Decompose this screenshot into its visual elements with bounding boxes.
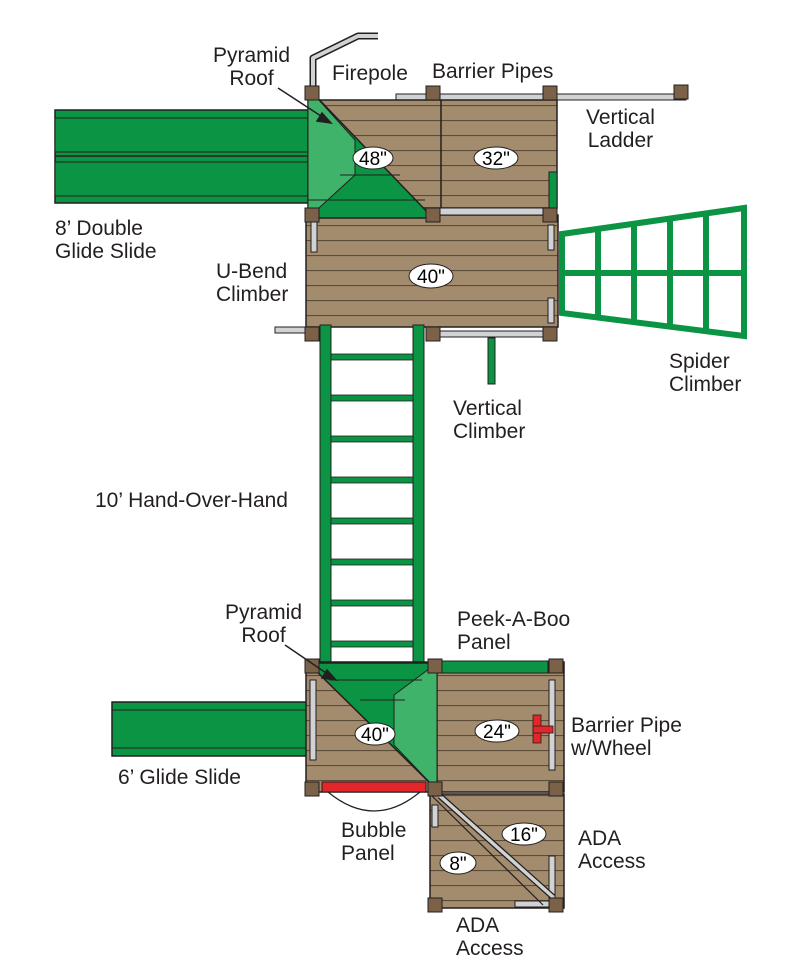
height-badge-16: 16" (501, 822, 547, 846)
label-vertical-ladder: Vertical Ladder (586, 106, 655, 152)
height-8: 8" (449, 854, 466, 875)
label-barrier-pipes: Barrier Pipes (432, 60, 554, 83)
height-badge-48: 48" (352, 146, 394, 170)
label-firepole: Firepole (332, 62, 408, 85)
label-barrier-pipe-wheel: Barrier Pipe w/Wheel (571, 714, 682, 760)
height-badge-24: 24" (474, 719, 520, 743)
label-bubble-panel: Bubble Panel (341, 819, 407, 865)
upper-posts (304, 84, 689, 342)
peek-a-boo-panel (439, 660, 549, 674)
glide-slide (111, 701, 313, 757)
double-glide-slide (54, 109, 311, 204)
height-badge-40-bottom: 40" (354, 722, 396, 746)
label-glide-slide: 6’ Glide Slide (118, 766, 241, 789)
label-hand-over-hand: 10’ Hand-Over-Hand (95, 489, 288, 512)
leader-arrows (277, 87, 338, 682)
height-badge-32: 32" (473, 146, 519, 170)
height-48: 48" (359, 149, 387, 170)
lower-posts (304, 658, 564, 913)
label-vertical-climber: Vertical Climber (453, 397, 526, 443)
label-ada-access-bottom: ADA Access (456, 914, 524, 960)
height-badges: 48" 32" 40" 40" 24" 16" 8" (352, 146, 547, 875)
barrier-pipe-wheel (532, 714, 554, 744)
label-pyramid-roof-top: Pyramid Roof (213, 44, 291, 90)
vertical-climber (487, 337, 496, 385)
height-badge-40-top: 40" (408, 263, 454, 289)
height-40-bottom: 40" (361, 725, 389, 746)
bubble-panel (321, 781, 427, 793)
label-pyramid-roof-bottom: Pyramid Roof (225, 601, 303, 647)
height-32: 32" (482, 149, 510, 170)
label-double-glide-slide: 8’ Double Glide Slide (55, 217, 157, 263)
label-ada-access-right: ADA Access (578, 827, 646, 873)
hand-over-hand-ladder (319, 324, 425, 666)
height-24: 24" (483, 722, 511, 743)
label-spider-climber: Spider Climber (669, 350, 742, 396)
spider-climber (559, 204, 747, 340)
height-badge-8: 8" (439, 851, 477, 875)
height-16: 16" (510, 825, 538, 846)
height-40-top: 40" (417, 267, 445, 288)
label-u-bend-climber: U-Bend Climber (216, 260, 289, 306)
vertical-ladder (548, 171, 558, 209)
label-peek-a-boo-panel: Peek-A-Boo Panel (457, 608, 571, 654)
